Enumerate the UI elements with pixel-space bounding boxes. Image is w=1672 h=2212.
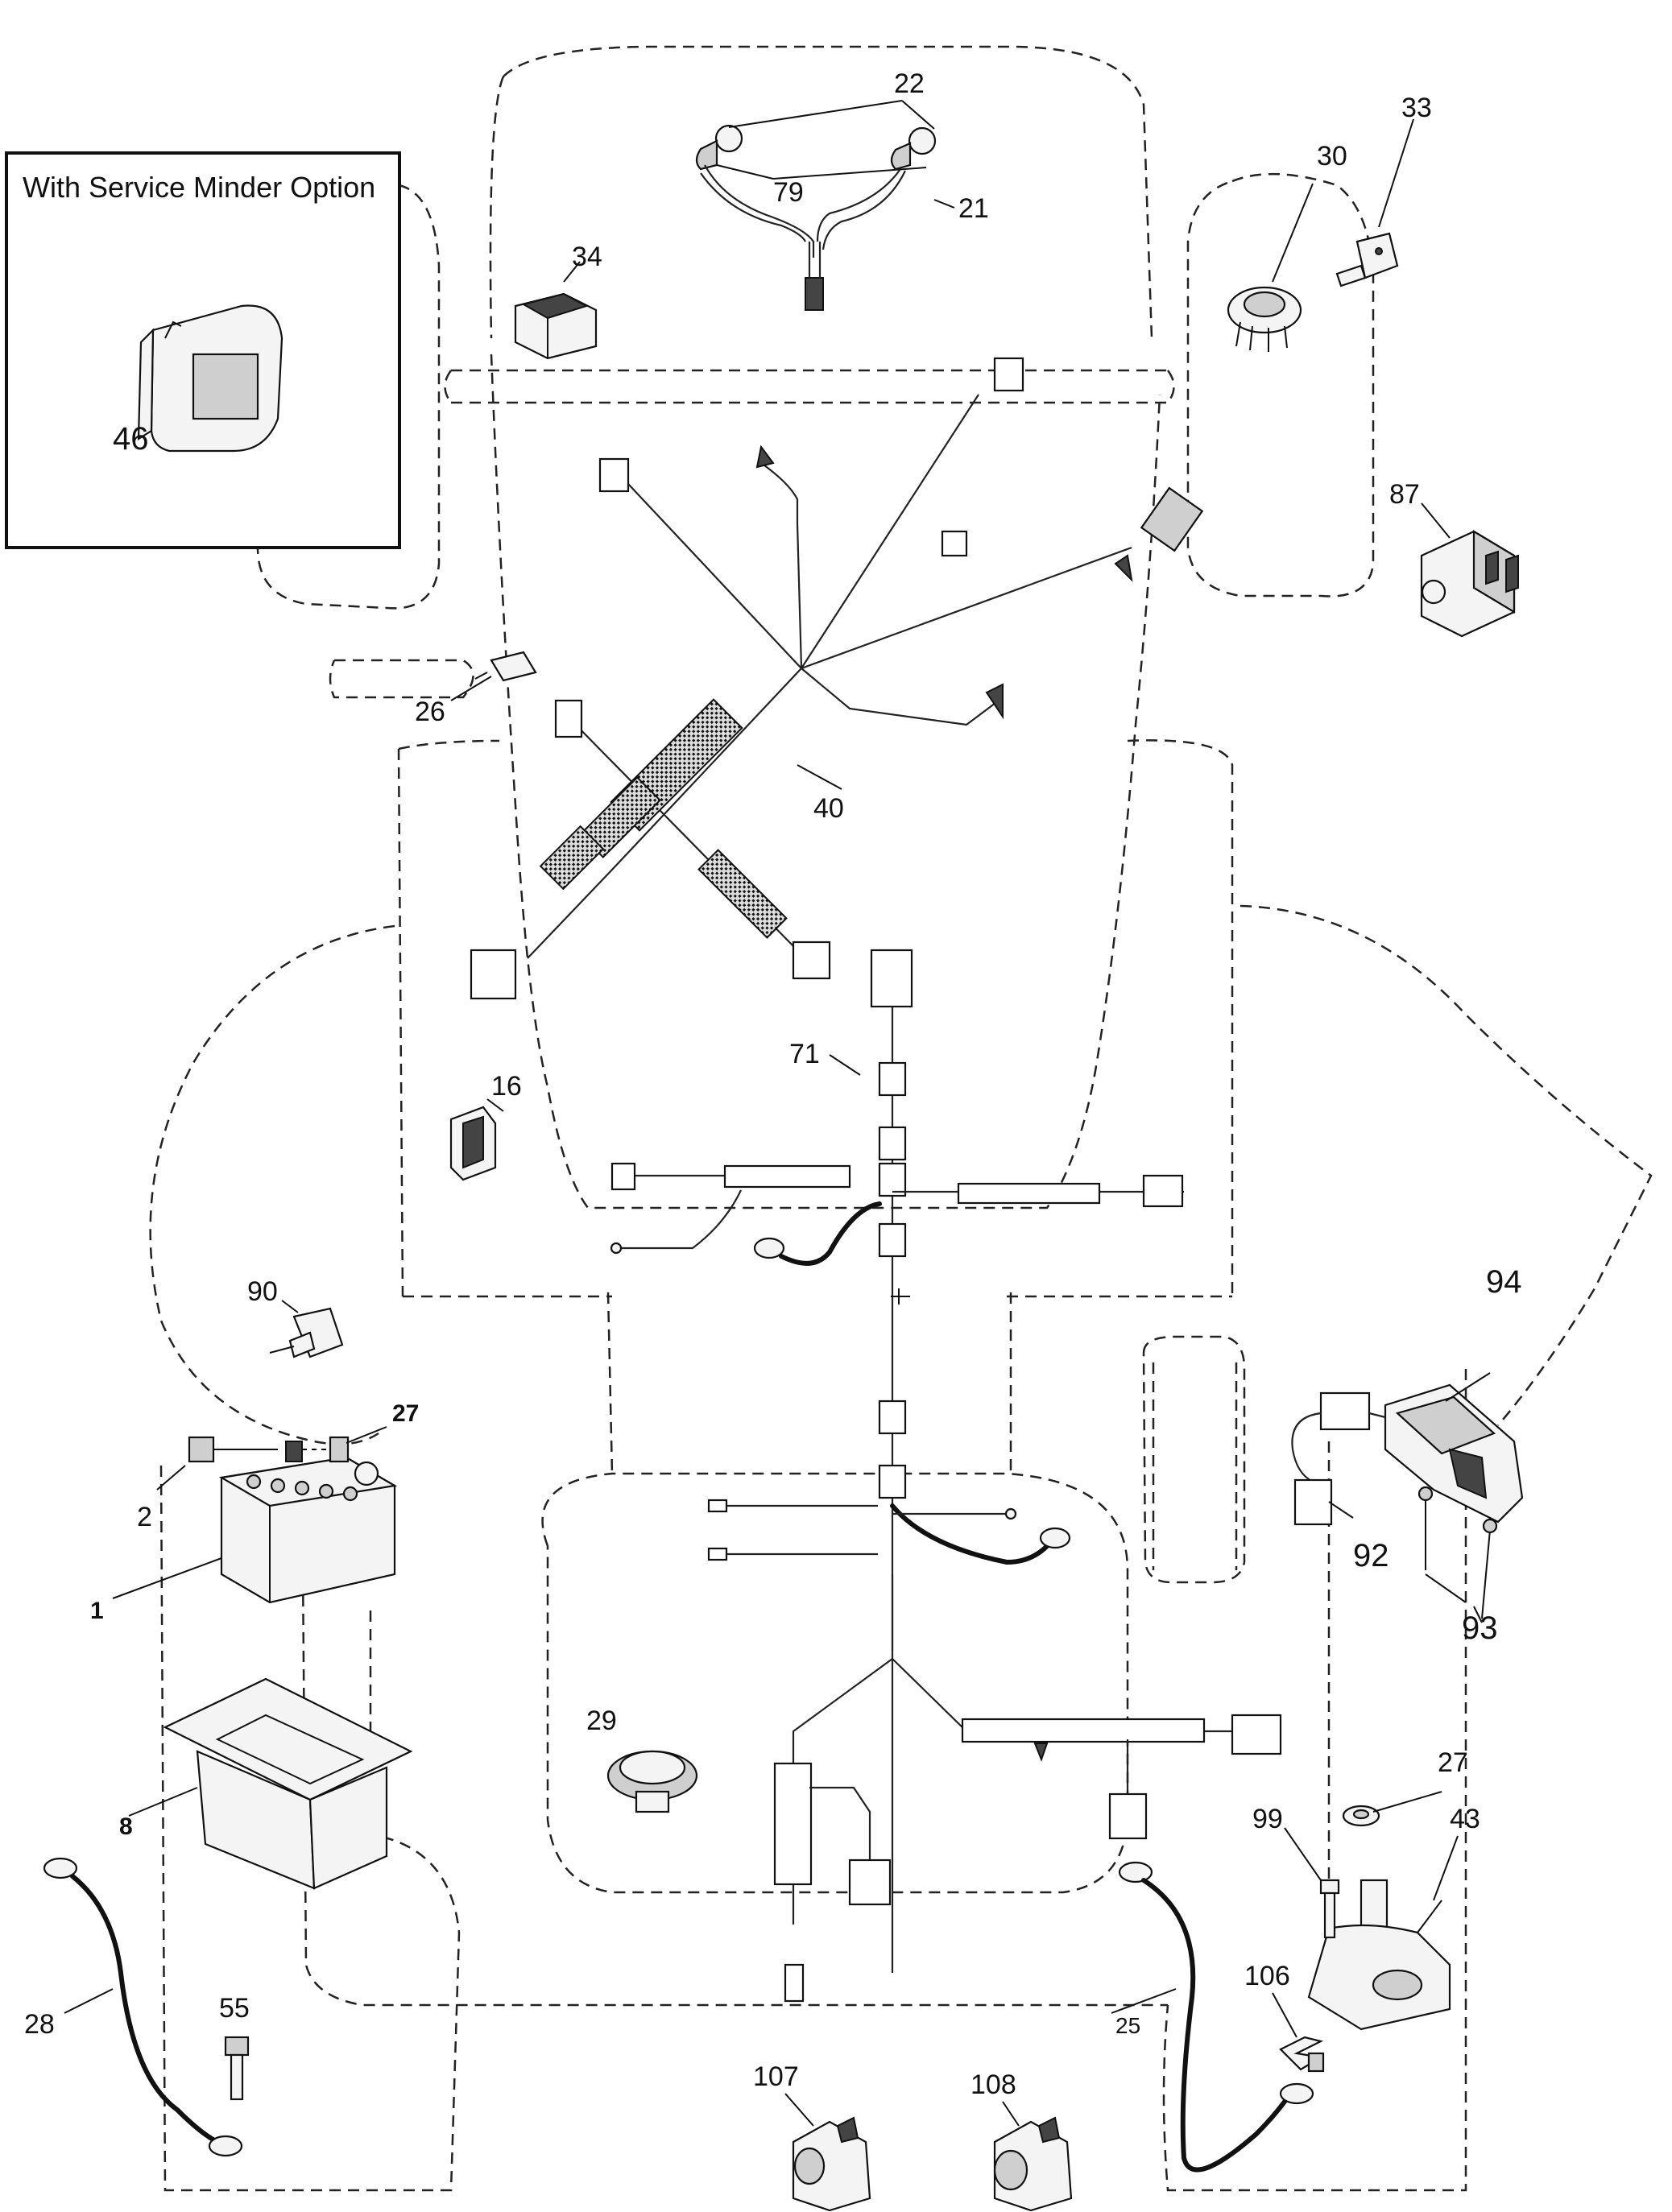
service-minder-inset: With Service Minder Option bbox=[5, 151, 401, 549]
cable-clip-icon bbox=[1279, 2036, 1325, 2073]
callout-labels: 22 79 21 33 30 34 46 87 26 40 71 16 90 9… bbox=[24, 68, 1522, 2100]
callout-22: 22 bbox=[894, 68, 925, 99]
callout-33: 33 bbox=[1401, 93, 1432, 123]
solenoid-bolt-icon bbox=[1319, 1879, 1340, 1939]
battery-tray-icon bbox=[163, 1677, 413, 1890]
relay-icon bbox=[1420, 530, 1519, 638]
rocker-switch-icon bbox=[514, 292, 598, 360]
callout-1: 1 bbox=[90, 1598, 104, 1624]
callout-90: 90 bbox=[247, 1276, 278, 1307]
callout-28: 28 bbox=[24, 2009, 55, 2040]
pto-harness-icon bbox=[1291, 1391, 1386, 1526]
ground-bolt-icon bbox=[224, 2036, 250, 2101]
callout-27-solenoid: 27 bbox=[1438, 1747, 1468, 1778]
callout-43: 43 bbox=[1450, 1804, 1480, 1834]
body-outline bbox=[149, 45, 1653, 2192]
callout-26: 26 bbox=[415, 697, 445, 727]
callout-87: 87 bbox=[1389, 479, 1420, 510]
callout-93: 93 bbox=[1462, 1610, 1498, 1646]
battery-bolt-icon bbox=[188, 1436, 350, 1463]
callout-25: 25 bbox=[1115, 2013, 1140, 2038]
callout-106: 106 bbox=[1244, 1961, 1290, 1991]
hour-meter-icon bbox=[137, 304, 283, 453]
grommet-icon bbox=[606, 1750, 698, 1813]
callout-79: 79 bbox=[773, 177, 804, 208]
callout-108: 108 bbox=[971, 2069, 1016, 2100]
callout-92: 92 bbox=[1353, 1538, 1389, 1573]
callout-94: 94 bbox=[1486, 1264, 1522, 1300]
inset-title: With Service Minder Option bbox=[23, 171, 375, 204]
callout-40: 40 bbox=[813, 793, 844, 824]
ignition-switch-icon bbox=[1227, 286, 1302, 352]
ground-cable-icon bbox=[43, 1857, 243, 2157]
main-harness-icon bbox=[470, 357, 1204, 1000]
lower-harness-icon bbox=[610, 949, 1282, 2003]
resistor-block-icon bbox=[269, 1307, 344, 1358]
solenoid-nut-icon bbox=[1342, 1805, 1380, 1827]
callout-107: 107 bbox=[753, 2061, 799, 2092]
callout-30: 30 bbox=[1317, 141, 1347, 172]
callout-2: 2 bbox=[137, 1502, 152, 1532]
starter-cable-icon bbox=[1118, 1861, 1314, 2173]
callout-27-battery: 27 bbox=[392, 1400, 419, 1427]
callout-55: 55 bbox=[219, 1993, 250, 2024]
callout-16: 16 bbox=[491, 1071, 522, 1102]
battery-icon bbox=[218, 1456, 398, 1604]
solenoid-108-icon bbox=[993, 2116, 1073, 2212]
solenoid-107-icon bbox=[792, 2116, 871, 2212]
pto-screws-icon bbox=[1417, 1486, 1498, 1619]
callout-21: 21 bbox=[958, 193, 989, 224]
ignition-key-icon bbox=[1335, 232, 1399, 287]
interlock-switch-icon bbox=[449, 1106, 497, 1181]
callout-46: 46 bbox=[113, 421, 149, 457]
callout-29: 29 bbox=[586, 1706, 617, 1736]
headlight-harness-icon bbox=[695, 124, 937, 311]
callout-34: 34 bbox=[572, 242, 602, 272]
callout-71: 71 bbox=[789, 1039, 820, 1069]
callout-8: 8 bbox=[119, 1813, 133, 1840]
callout-99: 99 bbox=[1252, 1804, 1283, 1834]
pto-switch-icon bbox=[1384, 1383, 1524, 1524]
starter-solenoid-icon bbox=[1307, 1879, 1451, 2031]
